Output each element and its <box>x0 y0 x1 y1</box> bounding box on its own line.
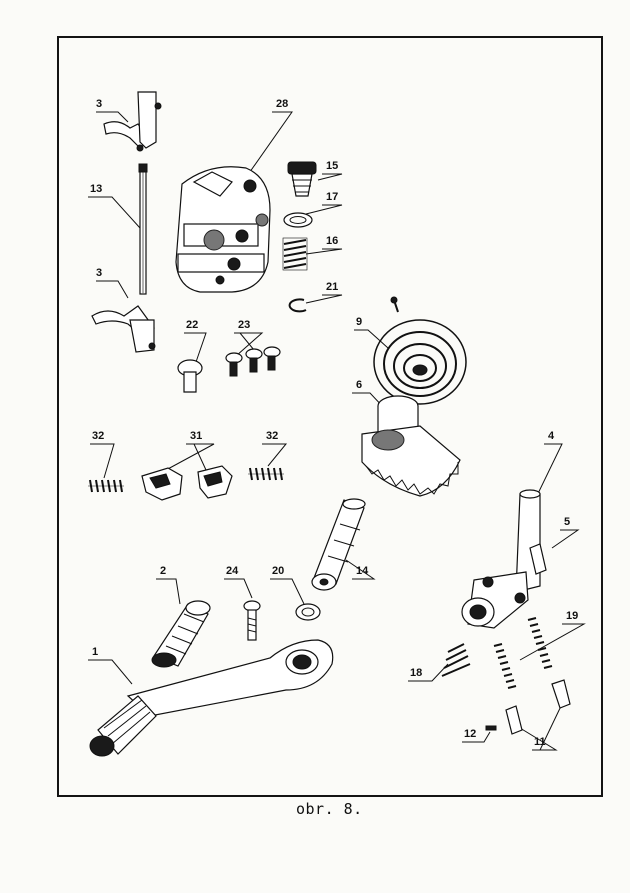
coil-spring-9 <box>373 296 467 405</box>
part-number-9: 9 <box>356 316 363 328</box>
part-number-2: 2 <box>160 565 167 577</box>
figure-caption: obr. 8. <box>296 800 363 818</box>
spring-32-left <box>88 479 124 493</box>
key-5 <box>529 543 547 575</box>
part-number-6: 6 <box>356 379 363 391</box>
part-number-21: 21 <box>326 281 339 293</box>
part-number-3-upper: 3 <box>96 98 103 110</box>
shift-fork-upper <box>103 91 162 152</box>
spring-16 <box>282 237 308 271</box>
part-number-20: 20 <box>272 565 285 577</box>
part-number-12: 12 <box>464 728 477 740</box>
pawls-11 <box>505 679 571 735</box>
kick-lever-1 <box>89 639 334 757</box>
leader-lines <box>88 111 586 751</box>
part-number-4: 4 <box>548 430 555 442</box>
part-number-15: 15 <box>326 160 339 172</box>
selector-rod <box>138 163 148 295</box>
part-number-32-right: 32 <box>266 430 279 442</box>
circlip-21 <box>288 298 307 313</box>
part-number-19: 19 <box>566 610 579 622</box>
shift-fork-lower <box>91 305 156 353</box>
kick-quadrant-6 <box>361 395 461 497</box>
kick-shaft-14 <box>311 498 366 591</box>
part-number-17: 17 <box>326 191 339 203</box>
washer-17 <box>283 212 313 228</box>
o-ring-20 <box>295 603 321 621</box>
part-number-5: 5 <box>564 516 571 528</box>
bolt-24 <box>243 600 261 641</box>
part-number-18: 18 <box>410 667 423 679</box>
spring-32-right <box>248 467 284 481</box>
springs-19 <box>493 617 553 689</box>
screw-plug <box>287 161 317 197</box>
part-number-16: 16 <box>326 235 339 247</box>
shaft-housing-4 <box>461 489 541 629</box>
part-number-24: 24 <box>226 565 239 577</box>
diagram-frame <box>57 36 603 797</box>
part-number-3-lower: 3 <box>96 267 103 279</box>
selector-plate <box>175 166 271 293</box>
part-number-31: 31 <box>190 430 203 442</box>
part-number-23: 23 <box>238 319 251 331</box>
part-number-13: 13 <box>90 183 103 195</box>
spring-18 <box>441 643 471 677</box>
part-number-11: 11 <box>534 736 546 748</box>
part-number-14: 14 <box>356 565 369 577</box>
part-number-1: 1 <box>92 646 99 658</box>
part-number-32-left: 32 <box>92 430 105 442</box>
pawls-31 <box>141 465 233 501</box>
part-number-22: 22 <box>186 319 199 331</box>
rubber-grip-2 <box>151 600 211 668</box>
pin-12 <box>485 725 497 731</box>
part-number-28: 28 <box>276 98 289 110</box>
bolt-22 <box>177 359 203 393</box>
screws-23 <box>225 346 281 377</box>
